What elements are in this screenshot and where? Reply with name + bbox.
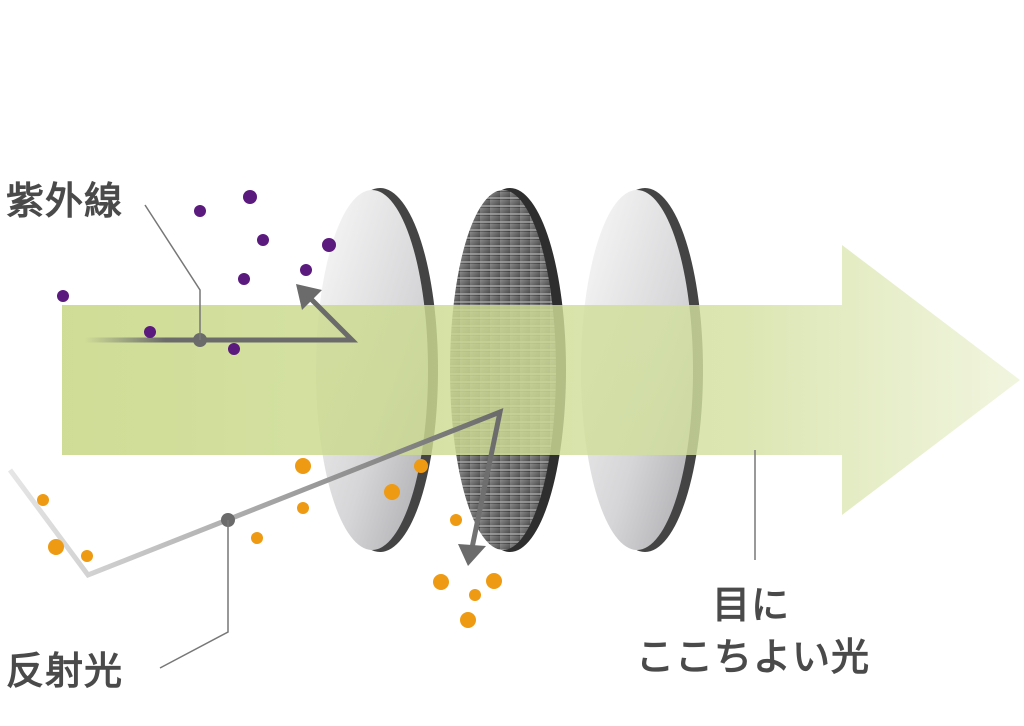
uv-leader-line [144, 204, 201, 340]
reflected-light-label: 反射光 [6, 649, 124, 693]
uv-label: 紫外線 [6, 179, 124, 223]
comfortable-light-label-line2: ここちよい光 [636, 635, 871, 679]
comfortable-light-label-line1: 目に [712, 583, 791, 627]
uv-reflection-arrow [85, 284, 359, 343]
reflected-light-arrow [7, 407, 504, 579]
reflected-leader-line [159, 520, 229, 669]
reflected-particles [37, 458, 502, 628]
uv-particles [57, 190, 336, 355]
light-beam-arrow [62, 245, 1020, 515]
